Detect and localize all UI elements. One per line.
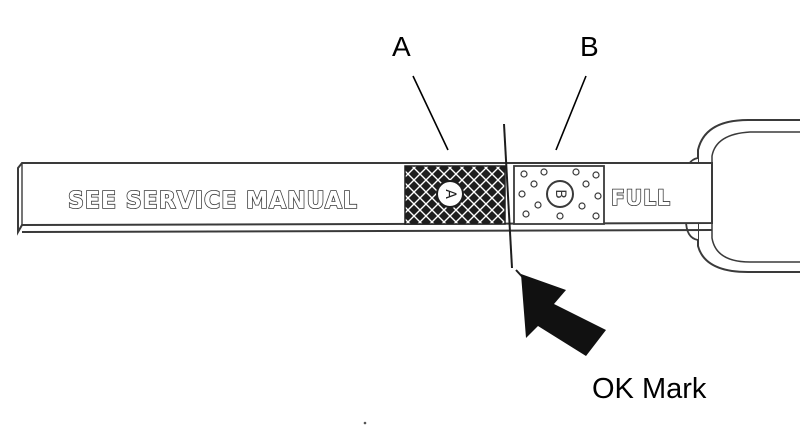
ok-mark-arrow — [515, 269, 606, 356]
zone-b: B — [513, 165, 605, 225]
zone-b-dots — [518, 168, 602, 220]
full-text: FULL — [611, 186, 671, 210]
marker-b-label: B — [580, 31, 599, 62]
speck — [363, 421, 367, 425]
marker-a-label: A — [392, 31, 411, 62]
zone-a: A — [404, 165, 506, 225]
ok-mark-label: OK Mark — [592, 373, 707, 405]
leader-a — [412, 75, 449, 151]
oil-level-line — [503, 123, 513, 269]
instruction-text: SEE SERVICE MANUAL — [68, 188, 358, 214]
leader-b — [555, 75, 587, 151]
zone-b-letter: B — [552, 189, 568, 199]
zone-a-letter: A — [442, 189, 458, 199]
